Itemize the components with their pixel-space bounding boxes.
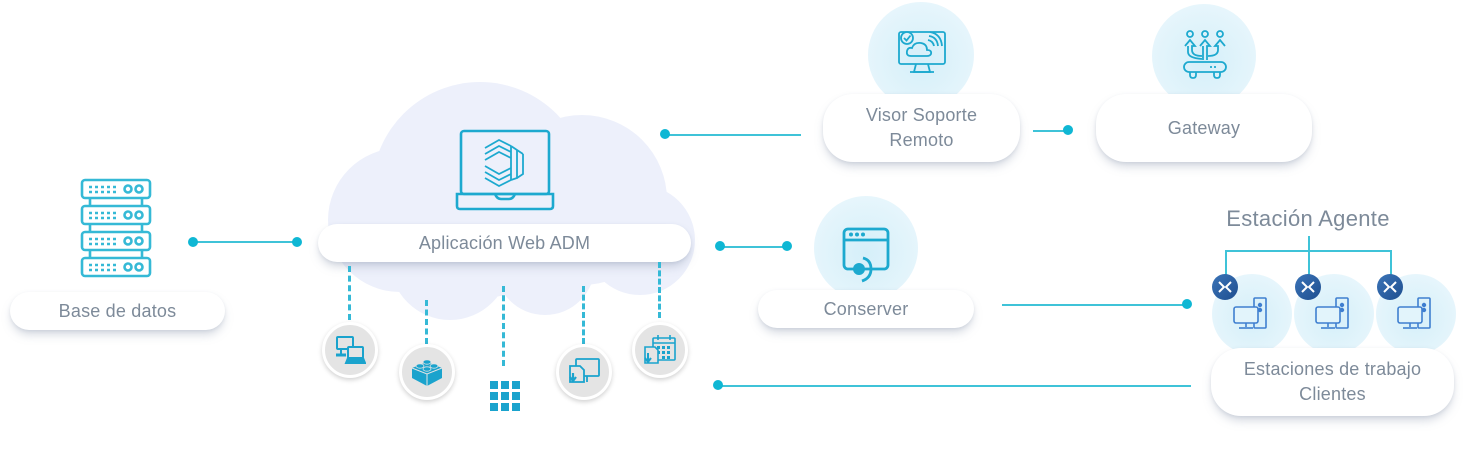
- module-app-grid[interactable]: [489, 380, 521, 412]
- module-connector-3: [502, 286, 505, 366]
- module-connector-4: [582, 286, 585, 344]
- lego-block-icon: [411, 359, 443, 386]
- web-app-label: Aplicación Web ADM: [318, 224, 691, 262]
- app-grid-icon: [490, 381, 520, 411]
- module-connector-5: [658, 262, 661, 318]
- conserver-halo: [814, 196, 918, 300]
- remote-desktop-badge-1: [1212, 274, 1238, 300]
- module-calendar-download[interactable]: [632, 322, 688, 378]
- server-rack-icon: [80, 178, 152, 278]
- desktop-pc-icon: [1233, 297, 1267, 329]
- gateway-halo: [1152, 4, 1256, 108]
- module-connector-2: [425, 300, 428, 344]
- module-multi-monitor[interactable]: [322, 322, 378, 378]
- remote-desktop-icon: [1383, 281, 1397, 293]
- remote-desktop-badge-3: [1377, 274, 1403, 300]
- remote-viewer-label: Visor Soporte Remoto: [823, 94, 1020, 162]
- browser-console-icon: [842, 227, 890, 283]
- remote-viewer-halo: [868, 2, 974, 108]
- monitor-cloud-icon: [898, 31, 946, 73]
- laptop-logo-icon: [455, 129, 555, 211]
- multi-monitor-icon: [336, 336, 366, 364]
- gateway-router-icon: [1183, 30, 1227, 79]
- conserver-label: Conserver: [758, 290, 974, 328]
- gateway-label: Gateway: [1096, 94, 1312, 162]
- module-lego[interactable]: [399, 344, 455, 400]
- workstations-label: Estaciones de trabajo Clientes: [1211, 348, 1454, 416]
- calendar-download-icon: [644, 335, 676, 364]
- module-connector-1: [348, 266, 351, 320]
- monitor-download-icon: [569, 358, 600, 383]
- remote-desktop-icon: [1301, 281, 1315, 293]
- database-label: Base de datos: [10, 292, 225, 330]
- desktop-pc-icon: [1397, 297, 1431, 329]
- remote-desktop-icon: [1218, 281, 1232, 293]
- desktop-pc-icon: [1315, 297, 1349, 329]
- remote-desktop-badge-2: [1295, 274, 1321, 300]
- module-monitor-download[interactable]: [556, 344, 612, 400]
- agent-station-title: Estación Agente: [1226, 206, 1390, 231]
